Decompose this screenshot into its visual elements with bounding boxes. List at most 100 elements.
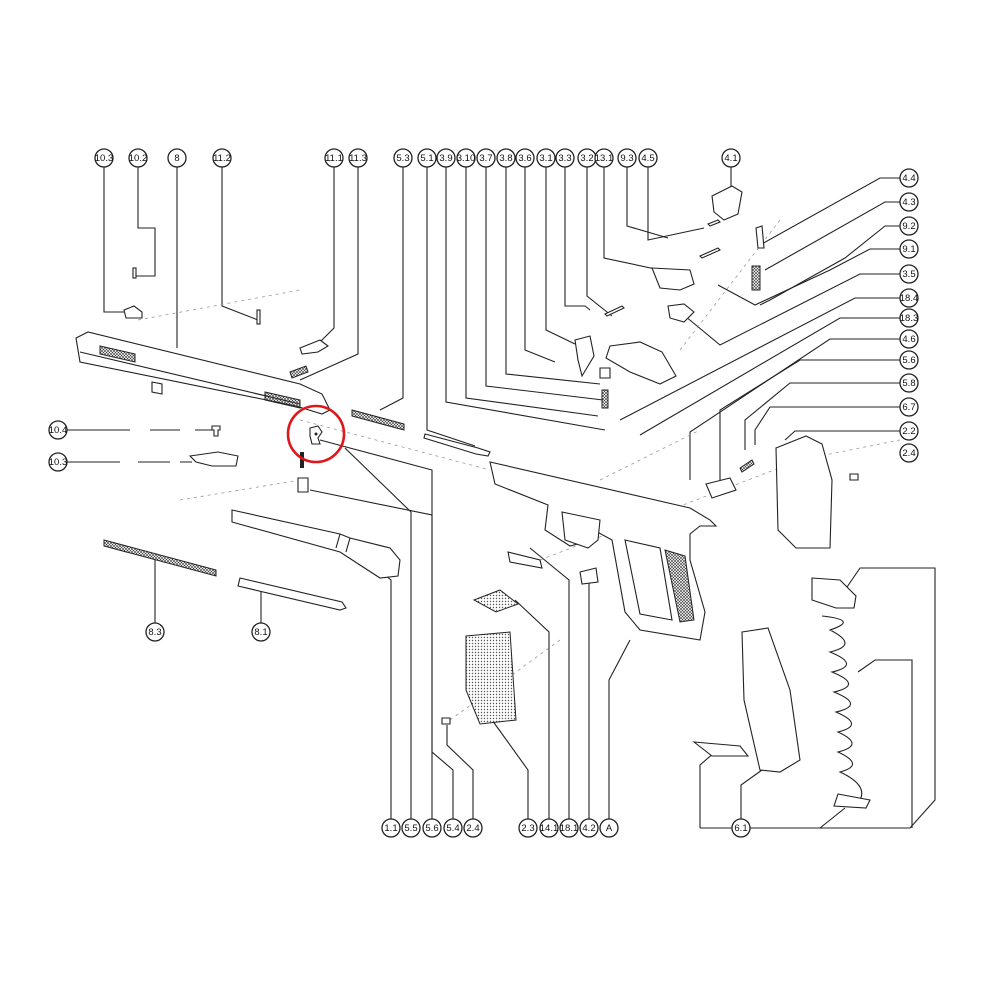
callout-2-4: 2.4 bbox=[899, 443, 919, 463]
plunger-3-2 bbox=[599, 367, 611, 379]
extractor-spring bbox=[289, 365, 309, 379]
screw-10-4 bbox=[211, 425, 221, 437]
svg-text:3.3: 3.3 bbox=[558, 153, 571, 164]
svg-text:9.1: 9.1 bbox=[902, 244, 915, 255]
callout-10-4: 10.4 bbox=[48, 420, 68, 440]
pin-10-2 bbox=[132, 267, 137, 279]
callout-8-1: 8.1 bbox=[251, 622, 271, 642]
safety-lever bbox=[472, 589, 520, 613]
svg-text:10.3: 10.3 bbox=[95, 153, 114, 164]
callout-5-5: 5.5 bbox=[401, 818, 421, 838]
svg-text:8: 8 bbox=[174, 153, 179, 164]
callout-4-4: 4.4 bbox=[899, 168, 919, 188]
pin-9-2 bbox=[699, 247, 721, 259]
callout-3-1: 3.1 bbox=[536, 148, 556, 168]
callout-5-6: 5.6 bbox=[422, 818, 442, 838]
callout-18-3: 18.3 bbox=[899, 308, 919, 328]
spring-4-3 bbox=[751, 265, 761, 291]
svg-text:4.6: 4.6 bbox=[902, 334, 915, 345]
svg-text:5.5: 5.5 bbox=[404, 823, 417, 834]
callout-1-1: 1.1 bbox=[381, 818, 401, 838]
callout-3-3: 3.3 bbox=[555, 148, 575, 168]
callout-5-1: 5.1 bbox=[417, 148, 437, 168]
pin-4-2 bbox=[579, 567, 599, 585]
callout-3-8: 3.8 bbox=[496, 148, 516, 168]
callout-3-6: 3.6 bbox=[515, 148, 535, 168]
callout-14-1: 14.1 bbox=[539, 818, 559, 838]
svg-text:3.9: 3.9 bbox=[439, 153, 452, 164]
callout-11-3: 11.3 bbox=[348, 148, 368, 168]
svg-text:3.7: 3.7 bbox=[479, 153, 492, 164]
callout-9-2: 9.2 bbox=[899, 216, 919, 236]
magazine-catch bbox=[507, 551, 543, 569]
svg-text:4.2: 4.2 bbox=[582, 823, 595, 834]
callout-A: A bbox=[599, 818, 619, 838]
svg-text:5.6: 5.6 bbox=[902, 355, 915, 366]
spring-6-7 bbox=[739, 459, 755, 473]
callout-4-2: 4.2 bbox=[579, 818, 599, 838]
callout-2-3: 2.3 bbox=[518, 818, 538, 838]
hammer-strut-pin bbox=[707, 219, 721, 227]
svg-text:5.1: 5.1 bbox=[420, 153, 433, 164]
svg-text:4.4: 4.4 bbox=[902, 173, 915, 184]
callout-10-2: 10.2 bbox=[128, 148, 148, 168]
svg-text:10.3: 10.3 bbox=[49, 457, 68, 468]
callout-3-2: 3.2 bbox=[577, 148, 597, 168]
svg-text:3.1: 3.1 bbox=[539, 153, 552, 164]
svg-text:4.5: 4.5 bbox=[641, 153, 654, 164]
callout-10-3: 10.3 bbox=[48, 452, 68, 472]
barrel bbox=[231, 509, 401, 579]
callout-3-10: 3.10 bbox=[456, 148, 476, 168]
svg-text:2.3: 2.3 bbox=[521, 823, 534, 834]
svg-text:5.3: 5.3 bbox=[396, 153, 409, 164]
highlight-circle bbox=[286, 404, 346, 464]
guide-rod bbox=[237, 577, 347, 611]
callout-9-3: 9.3 bbox=[617, 148, 637, 168]
sear-housing bbox=[651, 267, 695, 291]
callout-4-1: 4.1 bbox=[721, 148, 741, 168]
callout-4-6: 4.6 bbox=[899, 329, 919, 349]
magazine-follower bbox=[811, 577, 857, 609]
callout-5-4: 5.4 bbox=[443, 818, 463, 838]
ejector-4-4 bbox=[755, 225, 765, 249]
grip-screw-left bbox=[441, 717, 451, 725]
callout-3-5: 3.5 bbox=[899, 264, 919, 284]
callout-4-5: 4.5 bbox=[638, 148, 658, 168]
callout-4-3: 4.3 bbox=[899, 192, 919, 212]
recoil-spring-5-3 bbox=[351, 409, 405, 431]
leader-lines bbox=[67, 166, 936, 829]
callout-8: 8 bbox=[167, 148, 187, 168]
svg-text:9.2: 9.2 bbox=[902, 221, 915, 232]
extractor bbox=[299, 339, 329, 355]
svg-text:6.7: 6.7 bbox=[902, 402, 915, 413]
callout-9-1: 9.1 bbox=[899, 239, 919, 259]
callout-6-1: 6.1 bbox=[731, 818, 751, 838]
slide-stop bbox=[705, 477, 737, 499]
pin-3-3 bbox=[604, 305, 625, 317]
grip-right bbox=[775, 435, 833, 549]
callout-3-9: 3.9 bbox=[436, 148, 456, 168]
rear-sight bbox=[188, 451, 239, 467]
callout-5-6: 5.6 bbox=[899, 350, 919, 370]
magazine-spring bbox=[821, 615, 863, 801]
svg-text:A: A bbox=[606, 823, 613, 834]
firing-pin bbox=[423, 433, 491, 457]
callout-5-3: 5.3 bbox=[393, 148, 413, 168]
trigger bbox=[574, 335, 595, 378]
spring-3-1 bbox=[601, 389, 609, 409]
svg-text:18.1: 18.1 bbox=[560, 823, 579, 834]
pin-11-2 bbox=[256, 309, 261, 325]
callout-3-7: 3.7 bbox=[476, 148, 496, 168]
callout-11-2: 11.2 bbox=[212, 148, 232, 168]
svg-text:14.1: 14.1 bbox=[540, 823, 559, 834]
plunger bbox=[297, 477, 309, 493]
svg-text:8.3: 8.3 bbox=[148, 627, 161, 638]
recoil-spring-8-3 bbox=[103, 539, 217, 577]
svg-text:5.8: 5.8 bbox=[902, 378, 915, 389]
grip-left bbox=[465, 631, 517, 725]
magazine-body bbox=[741, 627, 801, 773]
svg-text:2.2: 2.2 bbox=[902, 426, 915, 437]
callout-2-4: 2.4 bbox=[463, 818, 483, 838]
